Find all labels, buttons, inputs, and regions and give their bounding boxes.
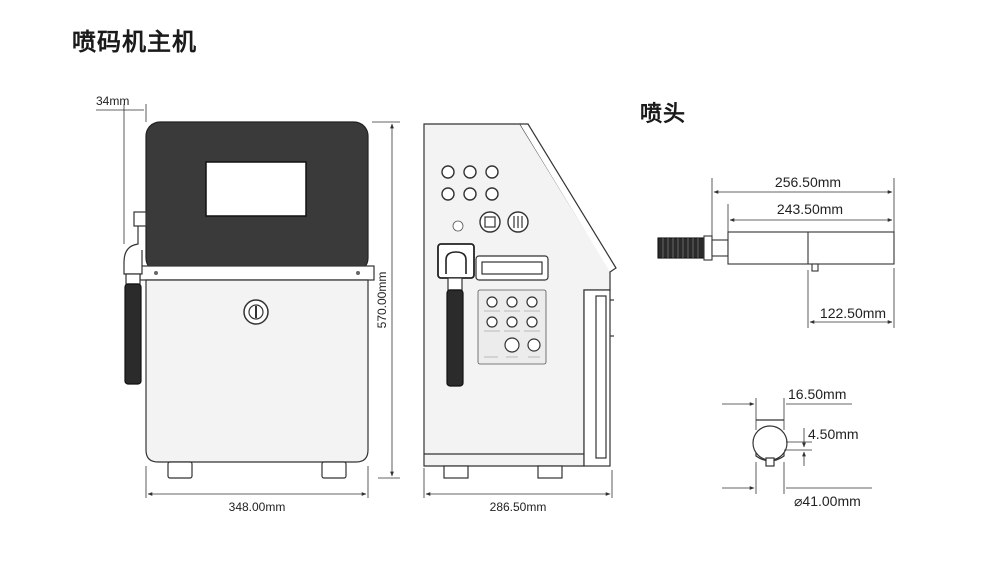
height-dimension	[372, 121, 400, 479]
main-unit-title: 喷码机主机	[72, 28, 197, 56]
side-depth-label: 286.50mm	[490, 500, 547, 514]
height-label: 570.00mm	[375, 272, 389, 329]
indicator-light	[452, 220, 464, 232]
side-cable	[446, 289, 464, 387]
head-dimensions	[711, 178, 895, 328]
front-view	[123, 121, 375, 479]
head-end-pin	[765, 457, 775, 467]
head-cable	[657, 237, 705, 259]
head-end-circle	[752, 425, 788, 461]
head-body	[727, 231, 895, 265]
top-depth-label: 34mm	[96, 94, 129, 108]
print-head-end-view	[752, 419, 788, 467]
front-foot-right	[321, 461, 347, 479]
top-depth-dimension	[96, 104, 147, 244]
side-foot-right	[537, 465, 563, 479]
head-nozzle	[811, 263, 819, 272]
front-lower-body	[145, 279, 369, 463]
print-head-cable	[124, 283, 142, 385]
head-end-diameter-label: ⌀41.00mm	[794, 493, 861, 509]
front-width-dimension	[145, 466, 369, 498]
side-depth-dimension	[423, 468, 613, 498]
side-view	[423, 123, 617, 479]
display-screen	[205, 161, 307, 217]
front-width-label: 348.00mm	[229, 500, 286, 514]
head-total-length-label: 256.50mm	[775, 174, 841, 190]
side-connector	[133, 211, 147, 227]
side-button-grid	[441, 165, 499, 201]
print-head-title: 喷头	[640, 102, 687, 127]
front-divider-band	[139, 265, 375, 281]
print-head-side-view	[657, 231, 895, 272]
head-end-pin-label: 4.50mm	[808, 426, 859, 442]
cable-elbow	[123, 226, 143, 275]
front-foot-left	[167, 461, 193, 479]
head-nozzle-offset-label: 122.50mm	[820, 305, 886, 321]
head-body-length-label: 243.50mm	[777, 201, 843, 217]
side-foot-left	[443, 465, 469, 479]
head-end-width-label: 16.50mm	[788, 386, 846, 402]
head-end-dimensions	[722, 398, 872, 494]
